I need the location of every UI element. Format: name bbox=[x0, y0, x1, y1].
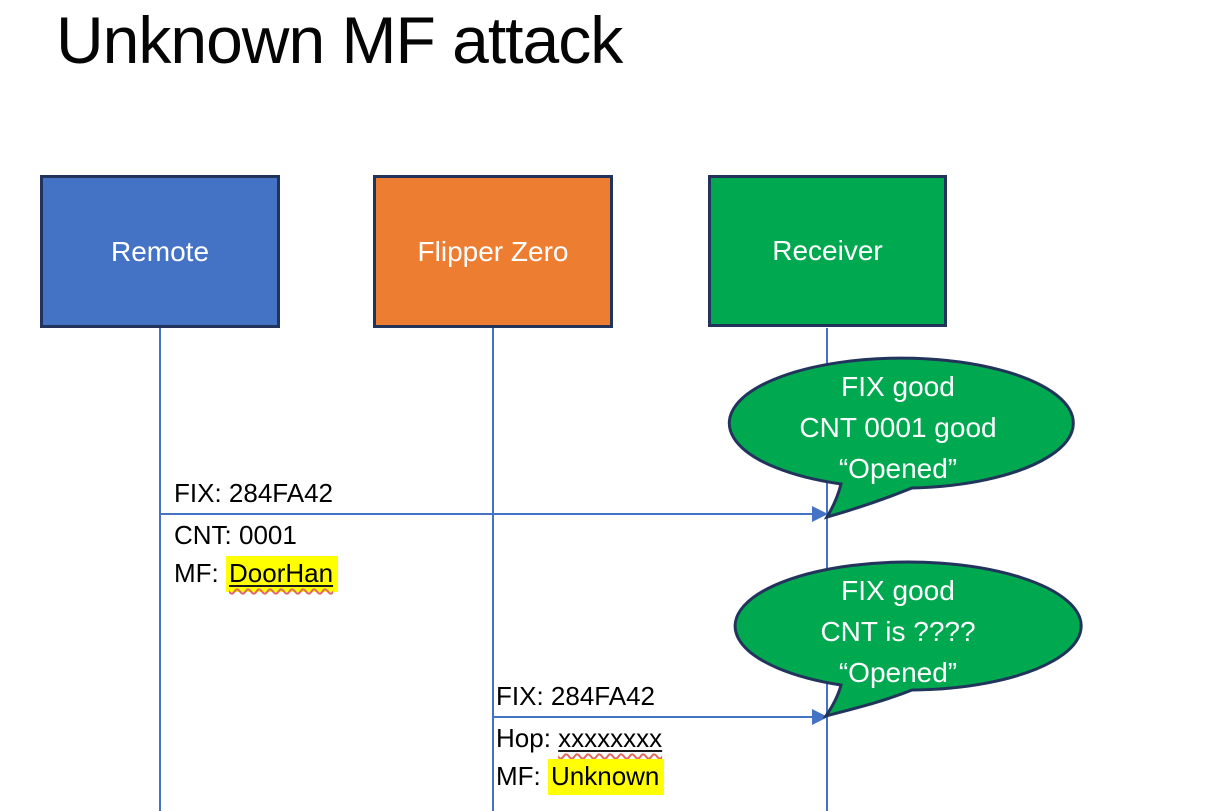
message2-hop-label: Hop: xxxxxxxx bbox=[496, 722, 662, 754]
actor-box-flipper-zero: Flipper Zero bbox=[373, 175, 613, 328]
speech-bubble-1-shape bbox=[727, 356, 1075, 520]
speech-bubble-2 bbox=[733, 560, 1083, 719]
slide-title: Unknown MF attack bbox=[56, 3, 623, 77]
message2-mf-value: Unknown bbox=[548, 759, 665, 795]
message1-mf-highlight: DoorHan bbox=[226, 556, 339, 592]
callout1-line2: CNT 0001 good bbox=[799, 412, 997, 443]
callout1-line3: “Opened” bbox=[838, 453, 958, 484]
actor-label-flipper-zero: Flipper Zero bbox=[417, 235, 569, 267]
actor-label-remote: Remote bbox=[110, 235, 210, 267]
message1-fix-label: FIX: 284FA42 bbox=[174, 478, 333, 508]
message2-fix-label: FIX: 284FA42 bbox=[496, 681, 655, 711]
message2-hop-spellcheck: xxxxxxxx bbox=[558, 723, 662, 753]
message2-mf-label: MF: Unknown bbox=[496, 759, 665, 795]
message1-mf-label: MF: DoorHan bbox=[174, 556, 339, 592]
callout2-line3: “Opened” bbox=[838, 657, 958, 688]
callout2-text: FIX good CNT is ???? “Opened” bbox=[740, 570, 1056, 693]
callout2-line2: CNT is ???? bbox=[820, 616, 976, 647]
message1-mf-prefix: MF: bbox=[174, 558, 226, 588]
actor-box-remote: Remote bbox=[40, 175, 280, 328]
message1-mf-value: DoorHan bbox=[229, 558, 334, 588]
message2-mf-prefix: MF: bbox=[496, 761, 548, 791]
message2-arrowhead-icon bbox=[812, 709, 828, 725]
speech-bubble-1 bbox=[727, 356, 1075, 520]
lifeline-flipper-zero bbox=[492, 328, 494, 811]
callout2-line1: FIX good bbox=[841, 575, 955, 606]
message1-cnt-label: CNT: 0001 bbox=[174, 520, 297, 550]
message1-arrowhead-icon bbox=[812, 506, 828, 522]
message1-arrow-line bbox=[160, 513, 814, 515]
actor-box-receiver: Receiver bbox=[708, 175, 947, 327]
speech-bubble-2-shape bbox=[733, 560, 1083, 719]
lifeline-remote bbox=[159, 328, 161, 811]
actor-label-receiver: Receiver bbox=[772, 235, 883, 266]
message2-hop-prefix: Hop: bbox=[496, 723, 559, 753]
callout1-line1: FIX good bbox=[841, 371, 955, 402]
message2-hop-value: xxxxxxxx bbox=[558, 723, 663, 753]
callout1-text: FIX good CNT 0001 good “Opened” bbox=[740, 366, 1056, 489]
message2-arrow-line bbox=[493, 716, 814, 718]
